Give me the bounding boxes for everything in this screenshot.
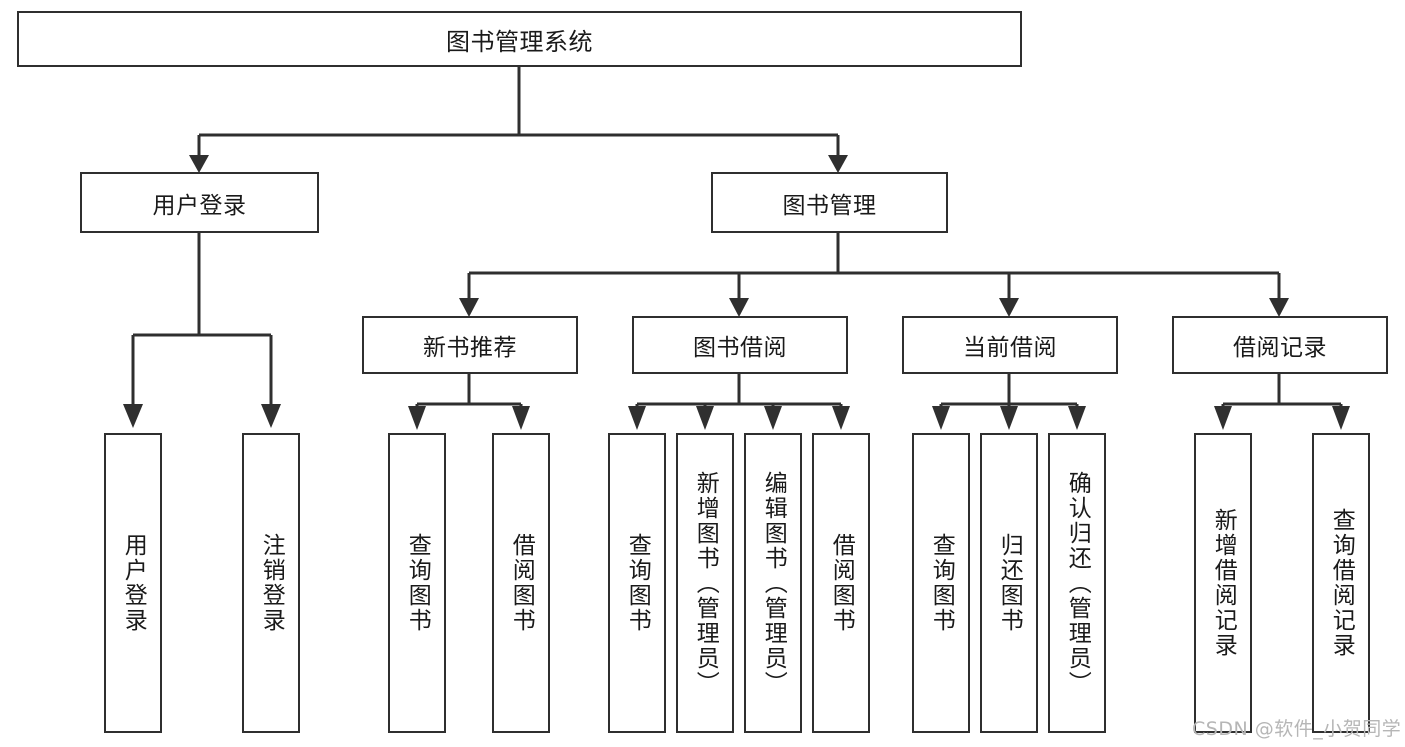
- arrowhead-user-login: [189, 155, 209, 173]
- arrowhead-leaf-current-1: [932, 406, 950, 430]
- leaf-label: 新增图书（管理员）: [692, 470, 719, 696]
- arrowhead-leaf-current-2: [1000, 406, 1018, 430]
- leaf-current-borrow-query[interactable]: 查询图书: [912, 433, 970, 733]
- node-current-borrow[interactable]: 当前借阅: [902, 316, 1118, 374]
- leaf-new-book-borrow[interactable]: 借阅图书: [492, 433, 550, 733]
- leaf-borrow-record-query[interactable]: 查询借阅记录: [1312, 433, 1370, 733]
- leaf-label: 查询图书: [624, 533, 651, 633]
- node-root-system[interactable]: 图书管理系统: [17, 11, 1022, 67]
- leaf-label: 查询图书: [928, 533, 955, 633]
- arrowhead-current-borrow: [999, 298, 1019, 317]
- node-book-management[interactable]: 图书管理: [711, 172, 948, 233]
- node-new-book-recommend[interactable]: 新书推荐: [362, 316, 578, 374]
- arrowhead-leaf-newbook-1: [408, 406, 426, 430]
- leaf-label: 借阅图书: [828, 533, 855, 633]
- leaf-label: 查询借阅记录: [1328, 508, 1355, 658]
- leaf-label: 新增借阅记录: [1210, 508, 1237, 658]
- leaf-label: 查询图书: [404, 533, 431, 633]
- arrowhead-borrow-record: [1269, 298, 1289, 317]
- arrowhead-leaf-user-2: [261, 404, 281, 428]
- arrowhead-new-book: [459, 298, 479, 317]
- arrowhead-leaf-record-1: [1214, 406, 1232, 430]
- arrowhead-leaf-borrow-3: [764, 406, 782, 430]
- csdn-watermark: CSDN @软件_小贺同学: [1192, 718, 1402, 740]
- arrowhead-leaf-record-2: [1332, 406, 1350, 430]
- node-borrow-record[interactable]: 借阅记录: [1172, 316, 1388, 374]
- leaf-book-borrow-edit[interactable]: 编辑图书（管理员）: [744, 433, 802, 733]
- node-book-borrow[interactable]: 图书借阅: [632, 316, 848, 374]
- arrowhead-leaf-current-3: [1068, 406, 1086, 430]
- leaf-book-borrow-add[interactable]: 新增图书（管理员）: [676, 433, 734, 733]
- leaf-current-borrow-return[interactable]: 归还图书: [980, 433, 1038, 733]
- arrowhead-leaf-borrow-4: [832, 406, 850, 430]
- leaf-label: 借阅图书: [508, 533, 535, 633]
- arrowhead-book-mgmt: [828, 155, 848, 173]
- leaf-label: 确认归还（管理员）: [1064, 470, 1091, 696]
- leaf-user-login-login[interactable]: 用户登录: [104, 433, 162, 733]
- arrowhead-leaf-borrow-2: [696, 406, 714, 430]
- node-user-login[interactable]: 用户登录: [80, 172, 319, 233]
- arrowhead-leaf-user-1: [123, 404, 143, 428]
- arrowhead-leaf-newbook-2: [512, 406, 530, 430]
- arrowheads: [123, 155, 1350, 430]
- leaf-book-borrow-borrow[interactable]: 借阅图书: [812, 433, 870, 733]
- leaf-label: 编辑图书（管理员）: [760, 470, 787, 696]
- leaf-label: 归还图书: [996, 533, 1023, 633]
- leaf-label: 注销登录: [258, 533, 285, 633]
- leaf-label: 用户登录: [120, 533, 147, 633]
- leaf-user-login-logout[interactable]: 注销登录: [242, 433, 300, 733]
- leaf-book-borrow-query[interactable]: 查询图书: [608, 433, 666, 733]
- leaf-new-book-query[interactable]: 查询图书: [388, 433, 446, 733]
- arrowhead-book-borrow: [729, 298, 749, 317]
- leaf-current-borrow-confirm[interactable]: 确认归还（管理员）: [1048, 433, 1106, 733]
- arrowhead-leaf-borrow-1: [628, 406, 646, 430]
- leaf-borrow-record-add[interactable]: 新增借阅记录: [1194, 433, 1252, 733]
